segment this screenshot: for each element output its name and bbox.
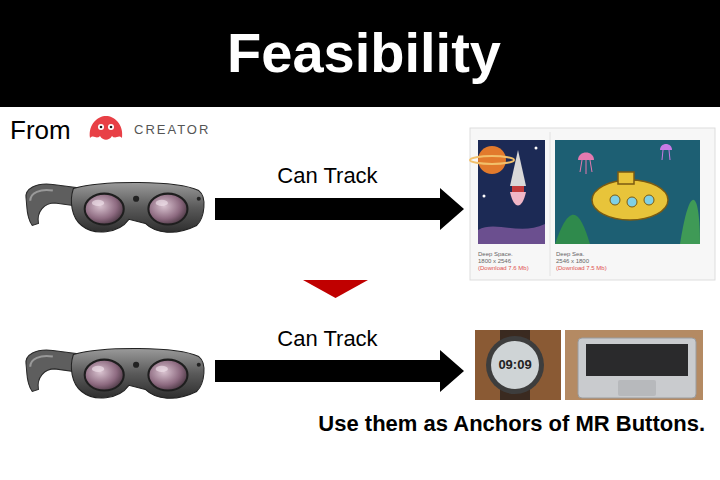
arrow-label: Can Track: [215, 327, 440, 351]
track-arrow: [215, 350, 464, 392]
from-label: From: [10, 116, 71, 145]
poster-size: 2546 x 1800: [556, 258, 589, 265]
headset-image: [26, 183, 204, 233]
logo-wordmark: CREATOR: [134, 123, 210, 137]
down-triangle: [303, 280, 368, 298]
poster-download: (Download 7.6 Mb): [478, 265, 529, 272]
watch-time: 09:09: [491, 358, 539, 372]
slide-title: Feasibility: [4, 22, 720, 84]
track-arrow: [215, 188, 464, 230]
anchor-photos: [475, 330, 703, 400]
poster-caption: Deep Sea.: [556, 251, 584, 258]
poster-download: (Download 7.5 Mb): [556, 265, 607, 272]
poster-size: 1800 x 2546: [478, 258, 511, 265]
arrow-label: Can Track: [215, 164, 440, 188]
anchor-note: Use them as Anchors of MR Buttons.: [318, 412, 705, 436]
poster-caption: Deep Space.: [478, 251, 513, 258]
headset-image: [26, 349, 204, 399]
poster-panel: [470, 128, 715, 280]
creator-logo: [90, 116, 123, 140]
